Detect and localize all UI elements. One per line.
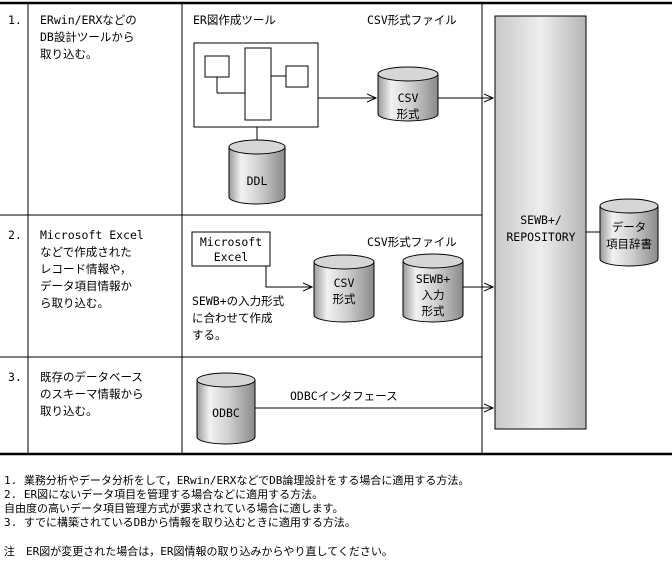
row-2-file-label: CSV形式ファイル	[367, 235, 457, 249]
note-2: 2. ER図にないデータ項目を管理する場合などに適用する方法。	[4, 488, 324, 501]
dictionary-label-1: データ	[612, 220, 647, 234]
repository-bar	[494, 15, 587, 430]
footnote: 注 ER図が変更された場合は，ER図情報の取り込みからやり直してください。	[4, 545, 393, 558]
excel-label-1: Microsoft	[200, 235, 262, 249]
row-2-number: 2.	[8, 228, 22, 242]
er-tool-label: ER図作成ツール	[193, 13, 276, 27]
repository-label-1: SEWB+/	[520, 213, 562, 227]
csv-file-cylinder-2: CSV 形式	[313, 254, 375, 323]
data-dictionary-cylinder: データ 項目辞書	[599, 198, 659, 267]
row-3-description-line-3: 取り込む。	[40, 404, 98, 418]
row-1-number: 1.	[8, 13, 22, 27]
odbc-label: ODBC	[212, 406, 240, 420]
row-2-description-line-2: などで作成された	[40, 245, 132, 259]
csv-file-cylinder-1: CSV 形式	[377, 66, 439, 122]
csv-label-2: CSV	[334, 276, 355, 290]
note-2-continued: 自由度の高いデータ項目管理方式が要求されている場合に適します。	[4, 502, 344, 515]
row-3: 3. 既存のデータベース のスキーマ情報から 取り込む。 ODBC ODBCイン…	[8, 370, 398, 445]
csv-label-1b: 形式	[397, 107, 420, 121]
row-2-caption-line-1: SEWB+の入力形式	[192, 294, 285, 308]
excel-box: Microsoft Excel	[191, 231, 271, 267]
sewb-input-label-2: 入力	[422, 288, 445, 302]
note-1: 1. 業務分析やデータ分析をして，ERwin/ERXなどでDB論理設計をする場合…	[4, 474, 470, 487]
odbc-cylinder: ODBC	[196, 372, 256, 445]
csv-label-2b: 形式	[333, 292, 356, 306]
row-2: 2. Microsoft Excel などで作成された レコード情報や， データ…	[8, 228, 464, 342]
sewb-input-cylinder: SEWB+ 入力 形式	[402, 253, 464, 323]
row-2-caption-line-3: する。	[192, 328, 227, 342]
arrow-excel-to-csv	[265, 266, 312, 287]
row-2-description-line-4: データ項目情報か	[40, 279, 132, 293]
row-1-file-label: CSV形式ファイル	[367, 13, 457, 27]
row-3-number: 3.	[8, 370, 22, 384]
row-1: 1. ERwin/ERXなどの DB設計ツールから 取り込む。 ER図作成ツール…	[8, 13, 457, 205]
row-2-description-line-1: Microsoft Excel	[40, 228, 144, 242]
row-2-description-line-3: レコード情報や，	[40, 262, 132, 276]
er-diagram-icon	[204, 47, 309, 121]
ddl-label: DDL	[247, 174, 268, 188]
table-frame	[0, 1, 672, 456]
row-1-description-line-1: ERwin/ERXなどの	[40, 13, 137, 27]
row-1-description-line-2: DB設計ツールから	[40, 30, 134, 44]
row-1-description-line-3: 取り込む。	[40, 47, 98, 61]
sewb-input-label-3: 形式	[422, 304, 445, 318]
repository-label-2: REPOSITORY	[506, 230, 575, 244]
row-2-caption-line-2: に合わせて作成	[192, 311, 273, 325]
notes-list: 1. 業務分析やデータ分析をして，ERwin/ERXなどでDB論理設計をする場合…	[4, 474, 469, 530]
ddl-cylinder: DDL	[228, 139, 286, 205]
odbc-interface-label: ODBCインタフェース	[290, 389, 398, 403]
sewb-input-label-1: SEWB+	[416, 272, 451, 286]
import-methods-diagram: 1. ERwin/ERXなどの DB設計ツールから 取り込む。 ER図作成ツール…	[0, 1, 672, 456]
row-3-description-line-2: のスキーマ情報から	[40, 387, 144, 401]
row-3-description-line-1: 既存のデータベース	[40, 370, 143, 384]
excel-label-2: Excel	[214, 250, 249, 264]
dictionary-label-2: 項目辞書	[606, 237, 652, 251]
csv-label-1: CSV	[398, 91, 419, 105]
row-2-description-line-5: ら取り込む。	[40, 296, 109, 310]
note-3: 3. すでに構築されているDBから情報を取り込むときに適用する方法。	[4, 516, 356, 529]
